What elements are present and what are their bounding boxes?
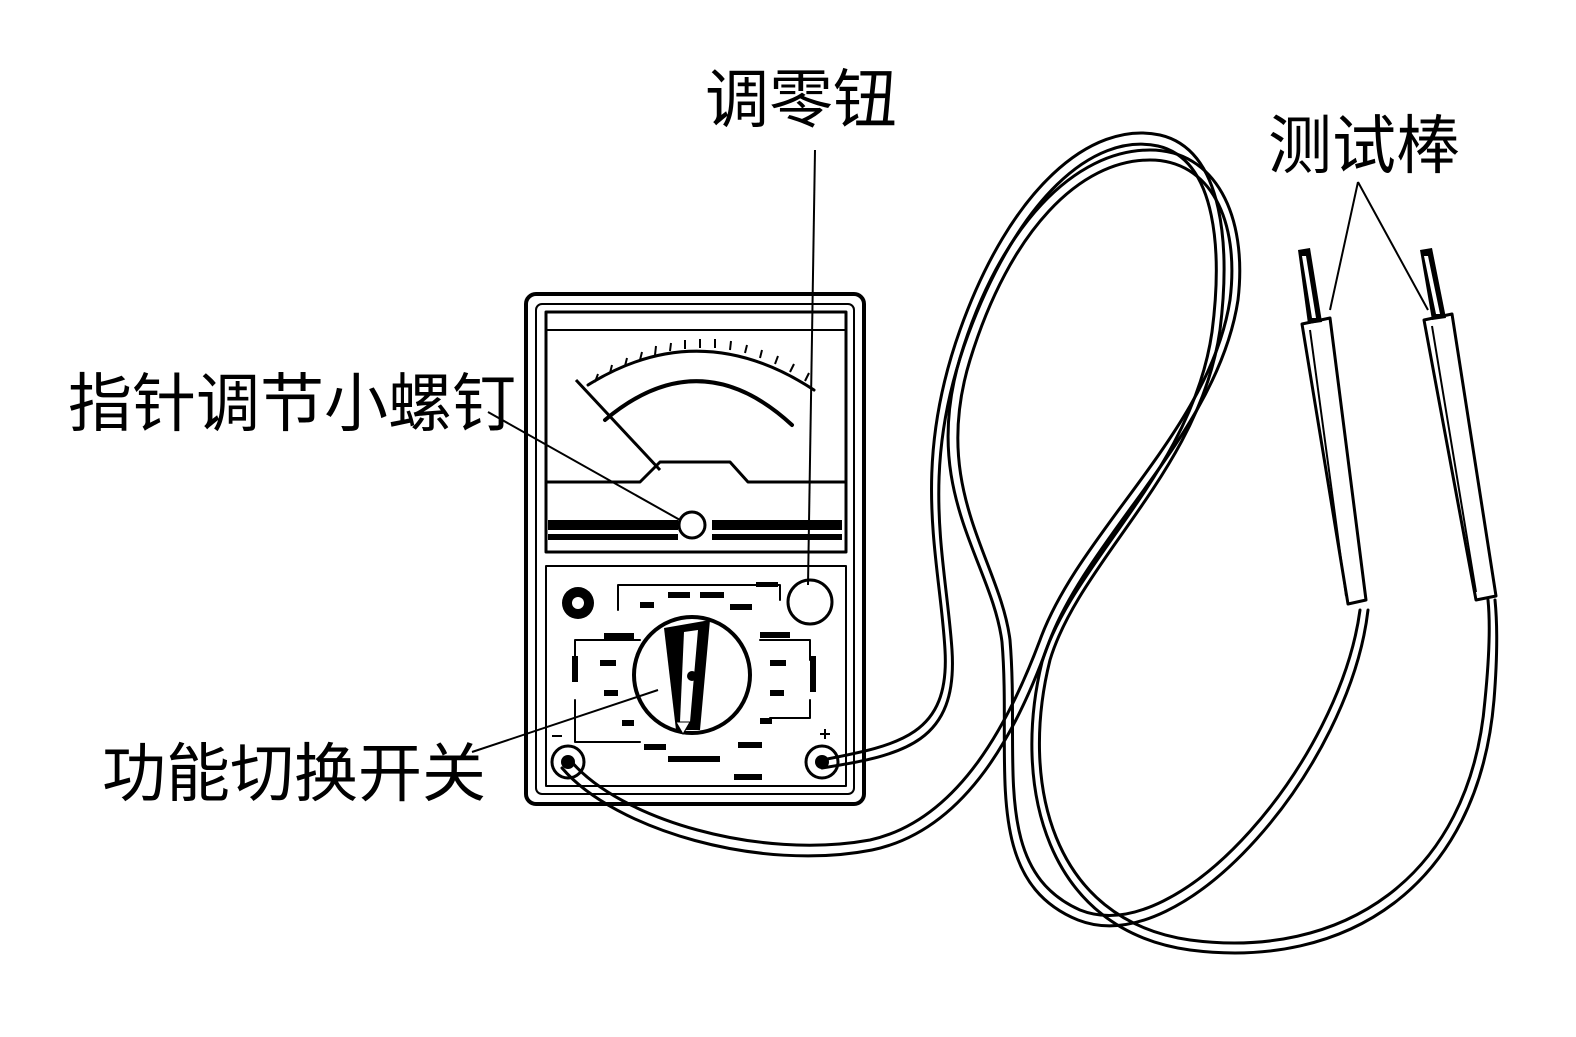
probe-right [1420, 248, 1498, 602]
test-lead-wire [560, 131, 1499, 955]
leader-lines [471, 149, 1429, 753]
zero-knob-label: 调零钮 [705, 64, 897, 138]
test-leads-label: 测试棒 [1268, 110, 1460, 184]
multimeter-body [524, 292, 866, 806]
jack-positive [804, 729, 840, 780]
pointer-screw-label: 指针调节小螺钉 [68, 368, 516, 442]
meter-dial [544, 310, 848, 554]
function-switch-label: 功能切换开关 [102, 738, 486, 812]
jack-negative [550, 735, 586, 780]
probe-left [1298, 248, 1368, 606]
zero-adjust-knob [786, 578, 834, 626]
pointer-adjust-screw [677, 510, 707, 540]
control-panel [545, 565, 847, 787]
rotary-function-switch [632, 615, 752, 735]
